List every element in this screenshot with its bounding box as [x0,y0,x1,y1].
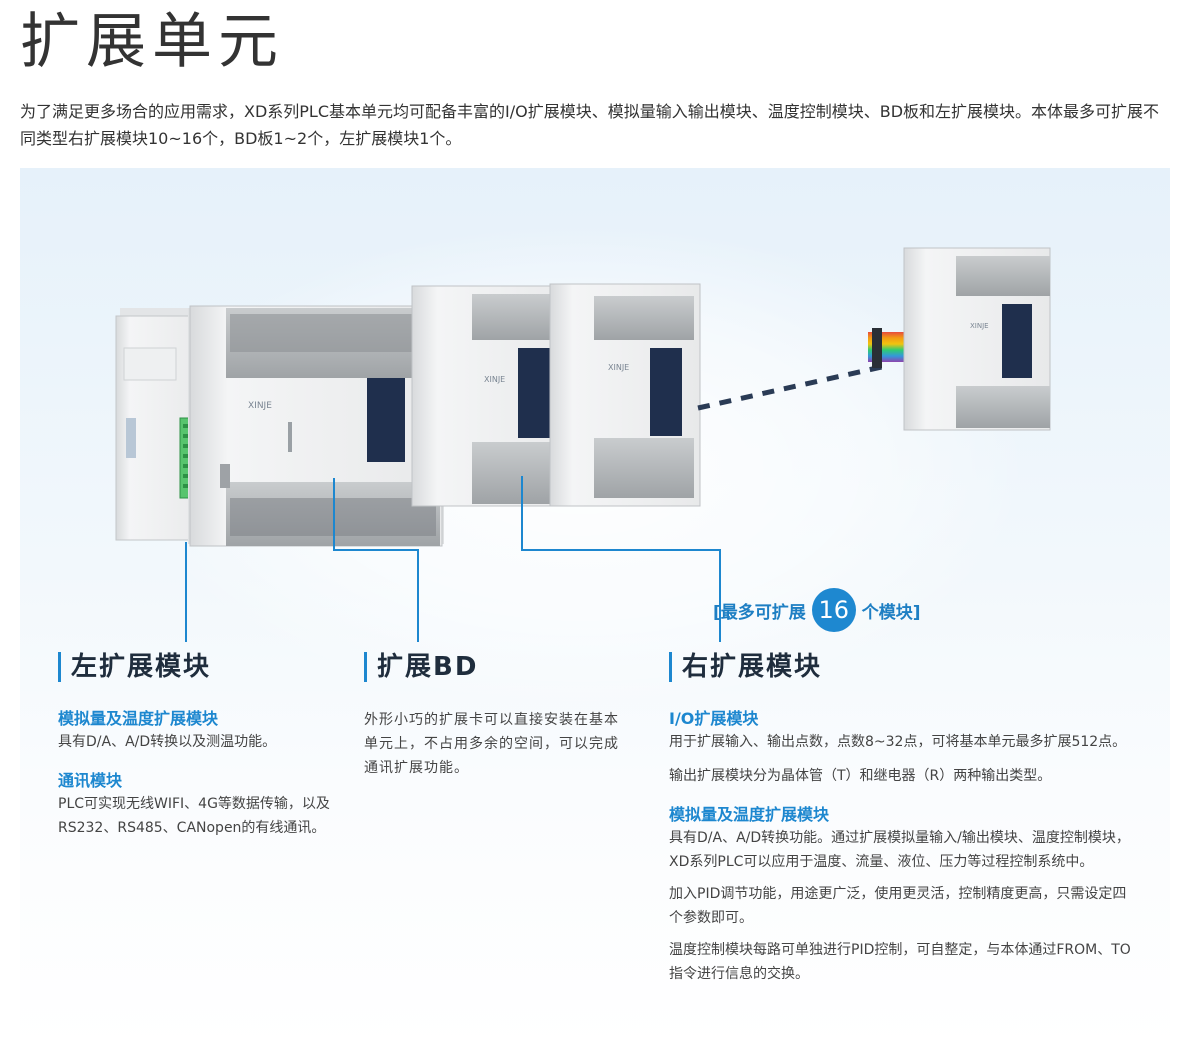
callout-number-badge: 16 [811,588,856,632]
module-1-brand: XINJE [484,375,505,384]
left-comm-text: PLC可实现无线WIFI、4G等数据传输，以及RS232、RS485、CANop… [58,796,330,836]
leader-line-right [521,476,721,642]
bd-expansion-text: 外形小巧的扩展卡可以直接安装在基本单元上，不占用多余的空间，可以完成通讯扩展功能… [364,712,619,776]
right-expansion-module-2: XINJE [549,283,701,507]
page-title: 扩展单元 [20,7,284,77]
right-io-subheading: I/O扩展模块 [669,709,759,728]
leader-line-bd [333,478,419,642]
module-2-brand: XINJE [608,363,629,372]
plc-main-unit: XINJE [188,305,444,547]
callout-prefix: [最多可扩展 [713,602,806,623]
right-analog-text: 具有D/A、A/D转换功能。通过扩展模拟量输入/输出模块、温度控制模块，XD系列… [669,830,1130,870]
left-analog-subheading: 模拟量及温度扩展模块 [58,709,219,728]
plc-illustration: XINJE XINJE XINJE [115,247,1051,642]
callout-suffix: 个模块] [861,602,921,623]
right-pid-text: 加入PID调节功能，用途更广泛，使用更灵活，控制精度更高，只需设定四个参数即可。 [669,886,1127,926]
bd-expansion-section: 扩展BD 外形小巧的扩展卡可以直接安装在基本单元上，不占用多余的空间，可以完成通… [364,652,626,780]
right-temp-control-text: 温度控制模块每路可单独进行PID控制，可自整定，与本体通过FROM、TO指令进行… [669,942,1131,982]
plc-brand-label: XINJE [248,401,272,411]
product-panel: XINJE XINJE XINJE [20,168,1170,1050]
right-output-type-text: 输出扩展模块分为晶体管（T）和继电器（R）两种输出类型。 [669,768,1052,784]
right-expansion-section: 右扩展模块 I/O扩展模块 用于扩展输入、输出点数，点数8~32点，可将基本单元… [669,652,1139,986]
max-expansion-callout: [最多可扩展 16 个模块] [713,588,921,632]
left-comm-subheading: 通讯模块 [58,771,123,790]
left-expansion-section: 左扩展模块 模拟量及温度扩展模块 具有D/A、A/D转换以及测温功能。 通讯模块… [58,652,348,840]
right-expansion-heading: 右扩展模块 [669,652,1139,682]
right-analog-subheading: 模拟量及温度扩展模块 [669,805,830,824]
cable-connector [872,328,882,368]
far-expansion-module: XINJE [903,247,1051,431]
bd-expansion-heading: 扩展BD [364,652,626,682]
left-expansion-heading: 左扩展模块 [58,652,348,682]
right-io-text: 用于扩展输入、输出点数，点数8~32点，可将基本单元最多扩展512点。 [669,734,1127,750]
dashed-connector [697,363,887,411]
module-3-brand: XINJE [970,322,989,330]
left-analog-text: 具有D/A、A/D转换以及测温功能。 [58,734,277,750]
intro-paragraph: 为了满足更多场合的应用需求，XD系列PLC基本单元均可配备丰富的I/O扩展模块、… [20,102,1160,148]
